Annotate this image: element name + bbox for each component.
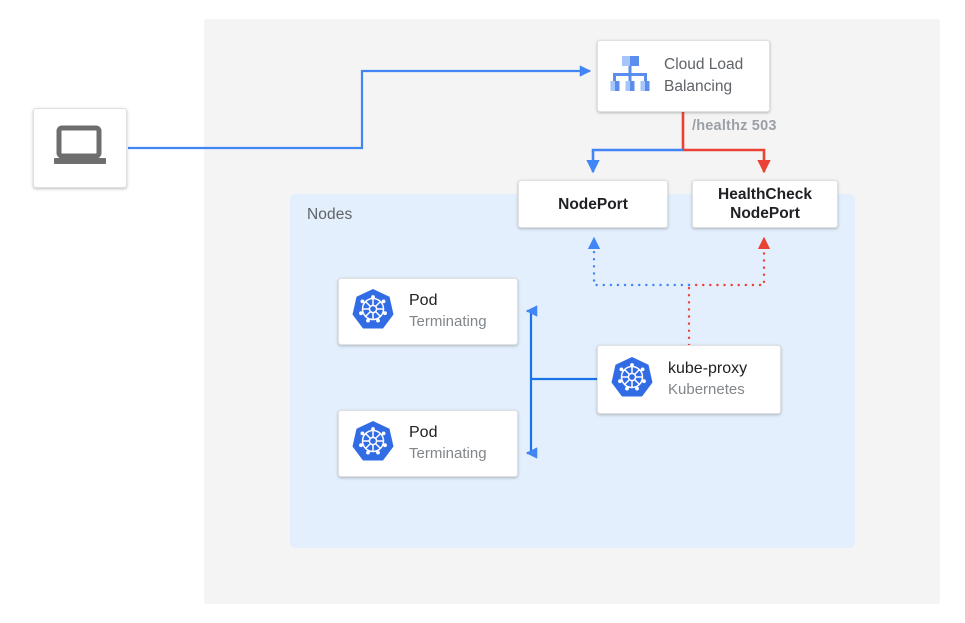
pod-status: Terminating (409, 313, 487, 330)
kube-proxy-node: kube-proxy Kubernetes (597, 345, 781, 414)
pod-title: Pod (409, 292, 438, 309)
kube-proxy-subtitle: Kubernetes (668, 381, 745, 398)
client-laptop-node (33, 108, 127, 188)
kubernetes-icon (351, 287, 395, 336)
cloud-load-balancing-node: Cloud Load Balancing (597, 40, 770, 112)
pod-node-2: Pod Terminating (338, 410, 518, 477)
healthcheck-nodeport-node: HealthCheck NodePort (692, 180, 838, 228)
nodeport-node: NodePort (518, 180, 668, 228)
healthz-status-label: /healthz 503 (692, 118, 777, 134)
pod-status: Terminating (409, 445, 487, 462)
kube-proxy-title: kube-proxy (668, 360, 748, 377)
kubernetes-icon (351, 419, 395, 468)
cloud-load-balancing-label: Cloud Load Balancing (664, 56, 744, 95)
laptop-icon (53, 125, 107, 172)
cloud-load-balancing-icon (608, 54, 652, 99)
kubernetes-icon (610, 355, 654, 404)
healthcheck-nodeport-label: HealthCheck NodePort (718, 186, 812, 222)
pod-title: Pod (409, 424, 438, 441)
pod-node-1: Pod Terminating (338, 278, 518, 345)
nodeport-label: NodePort (558, 195, 628, 213)
nodes-group-label: Nodes (307, 206, 353, 223)
